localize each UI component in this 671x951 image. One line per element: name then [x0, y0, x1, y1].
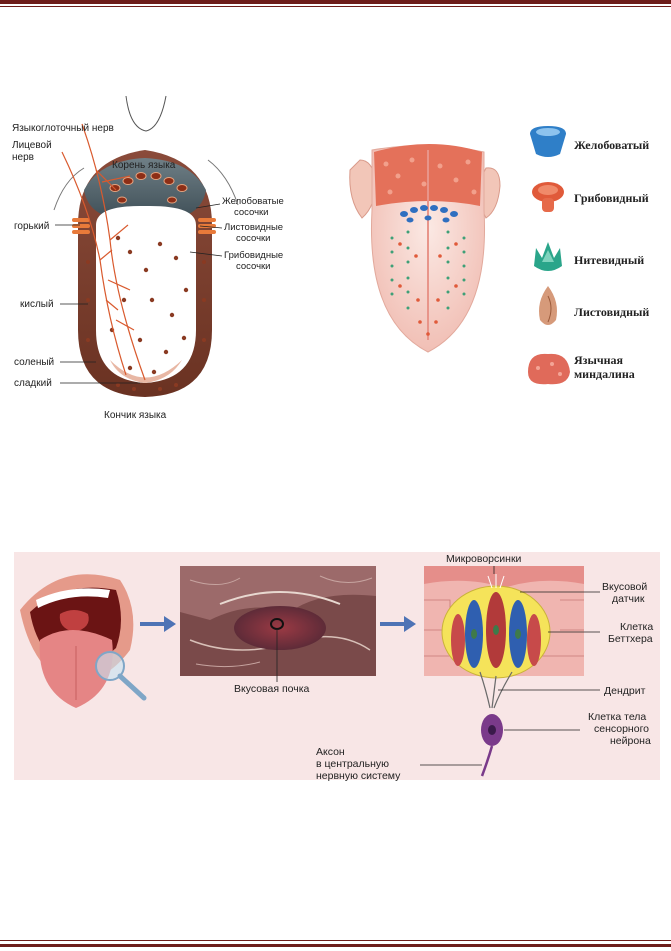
open-mouth-illustration: [20, 574, 147, 708]
pharynx-outline-right: [207, 159, 239, 206]
label-taste-bud: Вкусовая почка: [234, 683, 310, 695]
lingual-tonsil-icon: [528, 353, 570, 385]
fungiform-papillae: [86, 235, 206, 391]
dendrites: [479, 671, 513, 709]
legend-lingual-tonsil-2: миндалина: [574, 367, 635, 381]
tongue-tip-zone: [110, 360, 182, 383]
fungiform-dots: [398, 242, 458, 336]
label-bitter: горький: [14, 221, 49, 232]
taste-bud-micrograph: [180, 566, 376, 676]
taste-bud-figure: Вкусовая почка: [14, 552, 660, 782]
magnifier-handle-icon: [117, 673, 147, 701]
label-neuron-body-1: Клетка тела: [588, 711, 646, 723]
legend-filiform: Нитевидный: [574, 253, 644, 267]
label-taste-sensor-2: датчик: [612, 593, 645, 605]
lingual-tonsil-texture: [383, 157, 477, 195]
arrow-right-icon: [140, 616, 176, 632]
label-dendrite: Дендрит: [604, 685, 646, 697]
foliate-papilla-icon: [539, 286, 557, 325]
legend-fungiform: Грибовидный: [574, 191, 649, 205]
label-bottcher-cell-1: Клетка: [620, 621, 653, 633]
nerve-branches: [61, 123, 146, 381]
label-axon-2: в центральную: [316, 758, 389, 770]
legend-circumvallate: Желобоватый: [574, 138, 649, 152]
label-axon-3: нервную систему: [316, 770, 401, 782]
uvula-outline: [125, 95, 167, 132]
magnifier-glass-icon: [95, 651, 125, 681]
label-foliate-2: сосочки: [236, 233, 270, 244]
label-circumvallate-2: сосочки: [234, 207, 268, 218]
label-sweet: сладкий: [14, 378, 52, 389]
filiform-papilla-icon: [534, 242, 562, 271]
top-border-rule: [0, 0, 671, 4]
legend-lingual-tonsil-1: Язычная: [574, 353, 624, 367]
label-neuron-body-2: сенсорного: [594, 723, 649, 735]
circumvallate-papillae: [109, 172, 188, 204]
filiform-dots: [390, 230, 466, 310]
label-facial-nerve-1: Лицевой: [12, 140, 52, 151]
label-foliate-1: Листовидные: [224, 222, 283, 233]
figure3-leader-lines: [420, 566, 600, 766]
label-circumvallate-1: Желобоватые: [222, 196, 284, 207]
label-leader-lines: [55, 203, 223, 384]
label-tongue-root: Корень языка: [112, 160, 176, 171]
taste-map-figure: Языкоглоточный нерв Лицевой нерв Корень …: [12, 95, 284, 421]
taste-bud-cross-section: [424, 566, 584, 679]
arrow-right-icon-2: [380, 616, 416, 632]
legend-foliate: Листовидный: [574, 305, 649, 319]
sensory-neuron-body: [480, 714, 503, 777]
circumvallate-papilla-icon: [530, 126, 566, 157]
fungiform-papilla-icon: [532, 182, 564, 212]
circumvallate-row: [400, 205, 458, 223]
label-axon-1: Аксон: [316, 746, 345, 758]
bottom-border-rule: [0, 944, 671, 947]
bottom-border-thin-rule: [0, 940, 671, 941]
tongue-center-zone: [96, 205, 196, 383]
label-facial-nerve-2: нерв: [12, 152, 34, 163]
papillae-types-figure: Желобоватый Грибовидный Нитевидный Листо…: [349, 126, 649, 385]
label-glossopharyngeal-nerve: Языкоглоточный нерв: [12, 123, 114, 134]
label-tongue-tip: Кончик языка: [104, 410, 167, 421]
pharynx-outline-left: [53, 167, 85, 211]
label-sour: кислый: [20, 299, 54, 310]
label-fungiform-1: Грибовидные: [224, 250, 283, 261]
label-salty: соленый: [14, 357, 54, 368]
label-fungiform-2: сосочки: [236, 261, 270, 272]
label-bottcher-cell-2: Беттхера: [608, 633, 653, 645]
top-border-thin-rule: [0, 6, 671, 7]
tongue-root-zone: [84, 158, 206, 220]
label-taste-sensor-1: Вкусовой: [602, 581, 647, 593]
label-neuron-body-3: нейрона: [610, 735, 651, 747]
label-microvilli: Микроворсинки: [446, 553, 522, 565]
